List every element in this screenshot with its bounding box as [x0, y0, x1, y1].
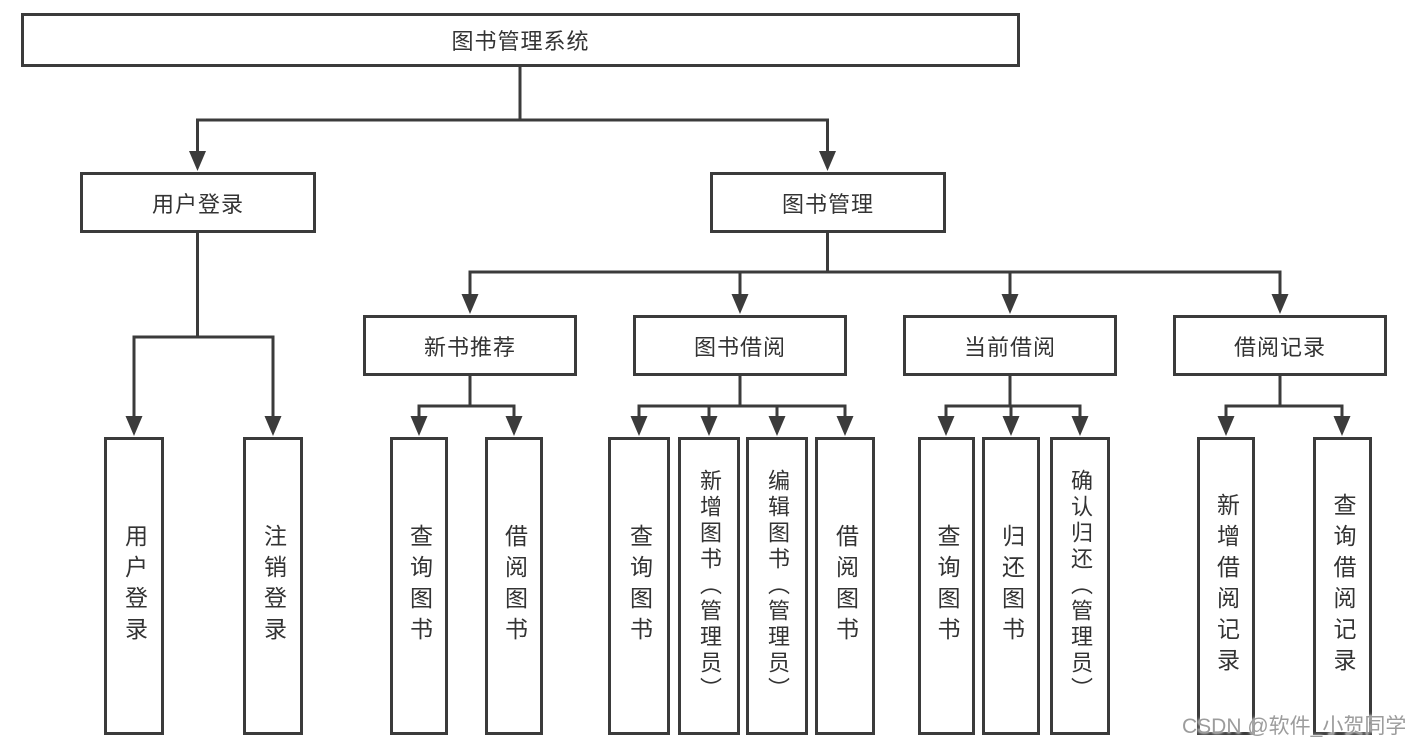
- node-borrow-records: 借阅记录: [1173, 315, 1387, 376]
- leaf-confirm-return-admin: 确认归还（管理员）: [1050, 437, 1110, 735]
- tree-edges: [132, 67, 1344, 418]
- leaf-add-books-admin: 新增图书（管理员）: [678, 437, 740, 735]
- leaf-add-borrow-record: 新增借阅记录: [1197, 437, 1255, 735]
- leaf-borrow-query-books: 查询图书: [608, 437, 670, 735]
- leaf-recommend-query-books: 查询图书: [390, 437, 448, 735]
- node-new-book-recommend: 新书推荐: [363, 315, 577, 376]
- csdn-watermark: CSDN @软件_小贺同学: [1182, 715, 1405, 738]
- leaf-user-login: 用户登录: [104, 437, 164, 735]
- node-book-borrow: 图书借阅: [633, 315, 847, 376]
- node-current-borrow: 当前借阅: [903, 315, 1117, 376]
- leaf-current-query-books: 查询图书: [918, 437, 975, 735]
- leaf-query-borrow-record: 查询借阅记录: [1313, 437, 1372, 735]
- leaf-borrow-books: 借阅图书: [815, 437, 875, 735]
- leaf-return-books: 归还图书: [982, 437, 1040, 735]
- node-root-system: 图书管理系统: [21, 13, 1020, 67]
- node-user-login-branch: 用户登录: [80, 172, 316, 233]
- leaf-edit-books-admin: 编辑图书（管理员）: [746, 437, 808, 735]
- leaf-recommend-borrow-books: 借阅图书: [485, 437, 543, 735]
- node-book-management-branch: 图书管理: [710, 172, 946, 233]
- leaf-logout: 注销登录: [243, 437, 303, 735]
